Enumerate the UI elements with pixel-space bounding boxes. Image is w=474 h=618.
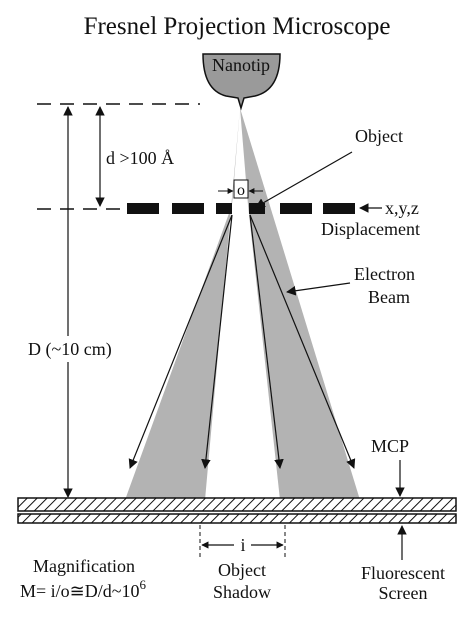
mcp-label: MCP [371, 436, 409, 456]
d-label-bg [102, 146, 184, 170]
displacement-label: Displacement [321, 219, 420, 239]
o-label-box [233, 179, 249, 199]
xyz-label: x,y,z [385, 198, 419, 218]
beam-arrows [128, 214, 356, 469]
mcp-plate [17, 497, 457, 512]
d-label: d >100 Å [106, 148, 174, 168]
electron-label: Electron [354, 264, 415, 284]
o-label: o [237, 182, 245, 199]
object-pointer-arrow [255, 151, 353, 208]
formula-exponent: 6 [139, 577, 146, 592]
i-label: i [240, 535, 245, 555]
nanotip-label: Nanotip [212, 55, 270, 75]
electron-beam-left [125, 108, 240, 500]
object-label: Object [355, 126, 403, 146]
object-shadow-line1: Object [218, 560, 266, 580]
nanotip: Nanotip [202, 53, 281, 111]
fluorescent-screen [17, 513, 457, 524]
magnification-formula: M= i/o≅D/d~106 [20, 577, 146, 601]
electron-beam-right [240, 108, 360, 500]
magnification-label: Magnification [33, 556, 135, 576]
D-label-bg [26, 336, 146, 362]
D-label: D (~10 cm) [28, 339, 112, 360]
object-shadow-line2: Shadow [213, 582, 271, 602]
diagram-title: Fresnel Projection Microscope [84, 13, 391, 40]
fluorescent-label: Fluorescent [361, 563, 445, 583]
electron-beam-pointer-arrow [286, 282, 351, 296]
formula-main: M= i/o≅D/d~10 [20, 581, 139, 601]
screen-label: Screen [379, 583, 428, 603]
beam-label: Beam [368, 287, 410, 307]
object-plane [127, 203, 355, 214]
